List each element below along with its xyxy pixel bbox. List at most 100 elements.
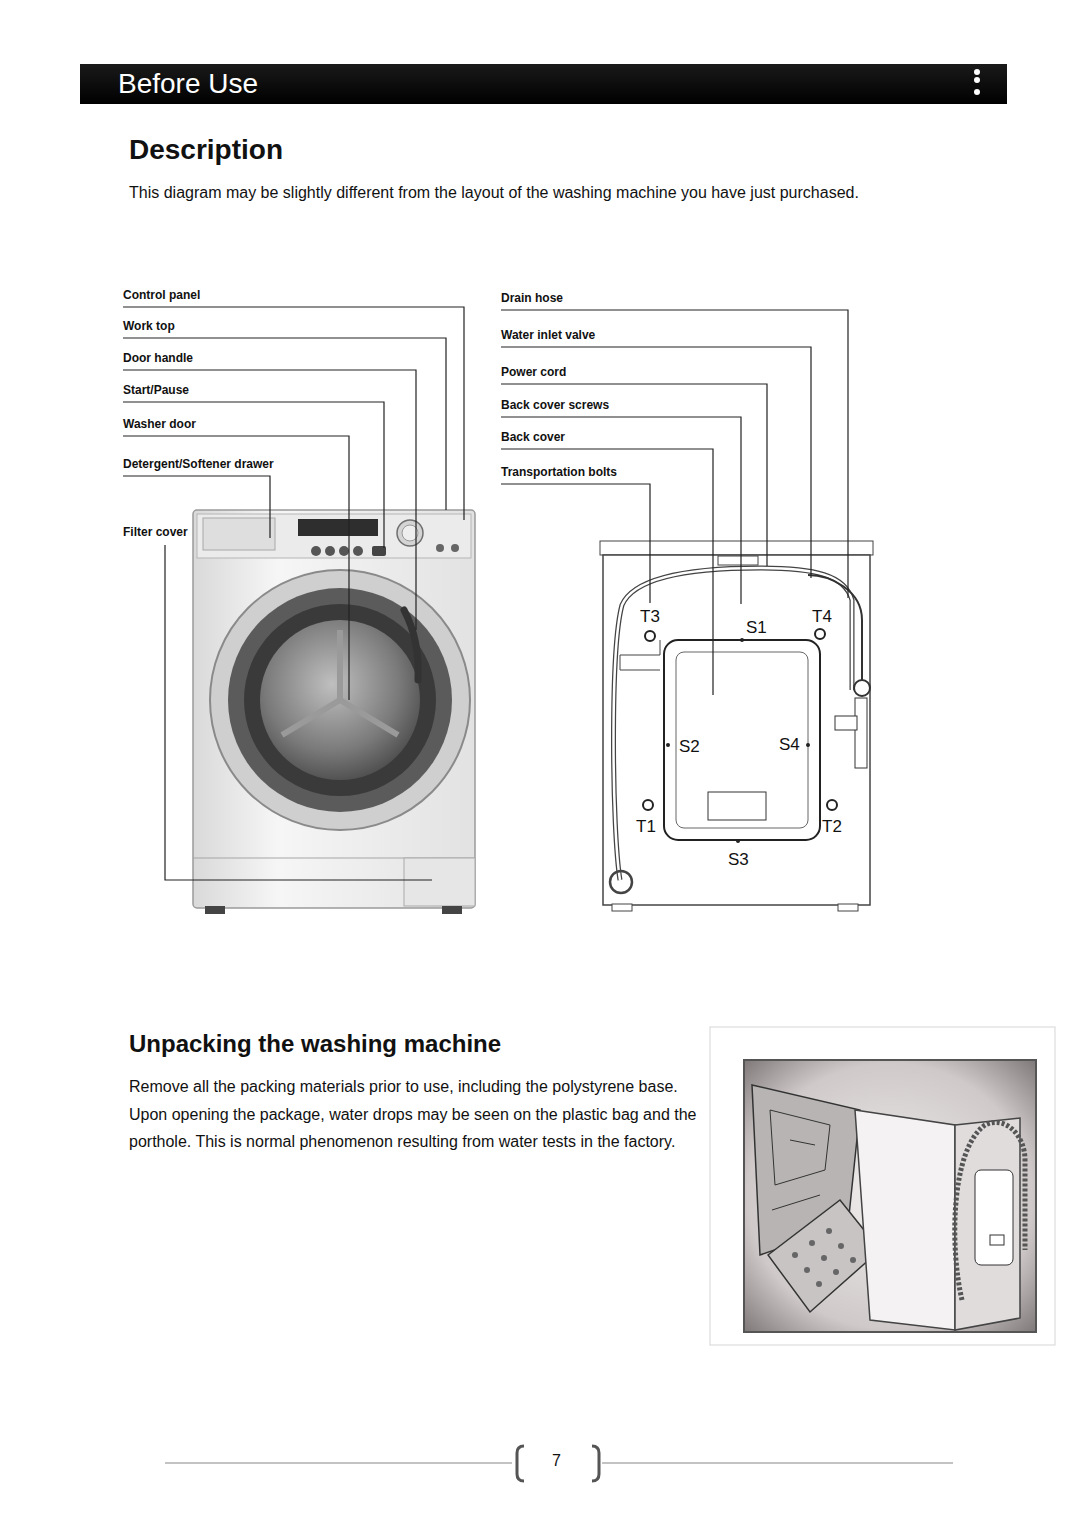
hole — [809, 1240, 815, 1246]
machine-plate — [990, 1235, 1004, 1245]
subsection-heading: Unpacking the washing machine — [129, 1030, 501, 1058]
back-leaders — [501, 310, 848, 695]
detergent-drawer — [203, 518, 275, 550]
page-number: 7 — [552, 1452, 561, 1470]
washer-body — [193, 510, 475, 908]
bolt-callout: T3 — [640, 608, 660, 627]
hole — [792, 1252, 798, 1258]
hole — [804, 1267, 810, 1273]
bolt-callout: T2 — [822, 818, 842, 837]
front-washer — [193, 510, 475, 914]
header-dot — [974, 77, 980, 83]
hole — [816, 1281, 822, 1287]
part-label: Door handle — [123, 352, 193, 366]
filter-door — [404, 858, 475, 906]
photo-frame — [710, 1027, 1055, 1345]
part-label: Back cover screws — [501, 399, 609, 413]
drum-paddles — [282, 630, 398, 735]
back-washer — [600, 541, 873, 911]
hose-loop — [610, 871, 632, 893]
leader-line — [501, 310, 848, 598]
leader-line — [501, 417, 741, 604]
door-ring — [210, 570, 470, 830]
footer-rule — [602, 1462, 953, 1463]
button — [353, 546, 363, 556]
top-slot — [718, 556, 758, 565]
part-label: Filter cover — [123, 526, 188, 540]
foot — [442, 906, 462, 914]
part-label: Water inlet valve — [501, 329, 595, 343]
button — [451, 544, 459, 552]
screw-callout: S2 — [679, 738, 700, 757]
machine-back-cover — [975, 1170, 1013, 1265]
leader-line — [501, 449, 713, 695]
hole — [833, 1269, 839, 1275]
footer-rule — [165, 1462, 512, 1463]
drain-hose — [614, 568, 853, 880]
drain-hose-inner — [614, 568, 853, 880]
screw-callout: S3 — [728, 851, 749, 870]
leader-line — [123, 338, 446, 510]
cover-screw — [666, 743, 670, 747]
display — [298, 519, 378, 536]
part-label: Start/Pause — [123, 384, 189, 398]
hole — [821, 1255, 827, 1261]
transport-bolt — [815, 629, 825, 639]
part-label: Control panel — [123, 289, 200, 303]
hole — [838, 1243, 844, 1249]
part-label: Drain hose — [501, 292, 563, 306]
door-seal — [244, 604, 436, 796]
button — [339, 546, 349, 556]
work-top — [600, 541, 873, 555]
program-knob — [397, 520, 423, 546]
leader-line — [501, 484, 650, 603]
packing-detail — [770, 1110, 830, 1210]
footer-bracket — [517, 1446, 524, 1481]
rating-plate — [708, 792, 766, 820]
machine-side — [855, 1110, 955, 1330]
bolt-callout: T1 — [636, 818, 656, 837]
foot — [205, 906, 225, 914]
base-holes — [792, 1228, 856, 1287]
header-dot — [974, 69, 980, 75]
back-body — [603, 555, 870, 905]
button — [325, 546, 335, 556]
part-label: Power cord — [501, 366, 566, 380]
screw-callout: S1 — [746, 619, 767, 638]
intro-note: This diagram may be slightly different f… — [129, 184, 859, 202]
control-strip — [197, 514, 471, 558]
unpacking-photo — [710, 1027, 1055, 1345]
hole — [826, 1228, 832, 1234]
leader-line — [123, 370, 416, 630]
button — [436, 544, 444, 552]
plug-cable — [855, 698, 867, 768]
footer — [165, 1446, 953, 1481]
inlet-valve — [835, 716, 857, 730]
button — [311, 546, 321, 556]
foot — [612, 904, 632, 911]
back-cover-inner — [676, 652, 808, 828]
leader-line — [165, 545, 432, 880]
leader-line — [123, 307, 464, 520]
plug — [854, 680, 870, 696]
footer-bracket — [592, 1446, 599, 1481]
body-paragraph: Remove all the packing materials prior t… — [129, 1073, 697, 1156]
cover-screw — [740, 638, 744, 642]
part-label: Work top — [123, 320, 175, 334]
cover-screw — [736, 839, 740, 843]
photo-hose — [955, 1122, 1025, 1300]
part-label: Detergent/Softener drawer — [123, 458, 274, 472]
back-cover — [664, 640, 820, 840]
hole — [850, 1257, 856, 1263]
photo-ground — [744, 1060, 1036, 1332]
cover-screw — [806, 743, 810, 747]
transport-bolt — [643, 800, 653, 810]
leader-line — [123, 436, 349, 700]
header-title: Before Use — [118, 68, 258, 99]
part-label: Transportation bolts — [501, 466, 617, 480]
bolt-callout: T4 — [812, 608, 832, 627]
header-band: Before Use — [80, 64, 1007, 104]
hose-clip — [620, 640, 660, 670]
